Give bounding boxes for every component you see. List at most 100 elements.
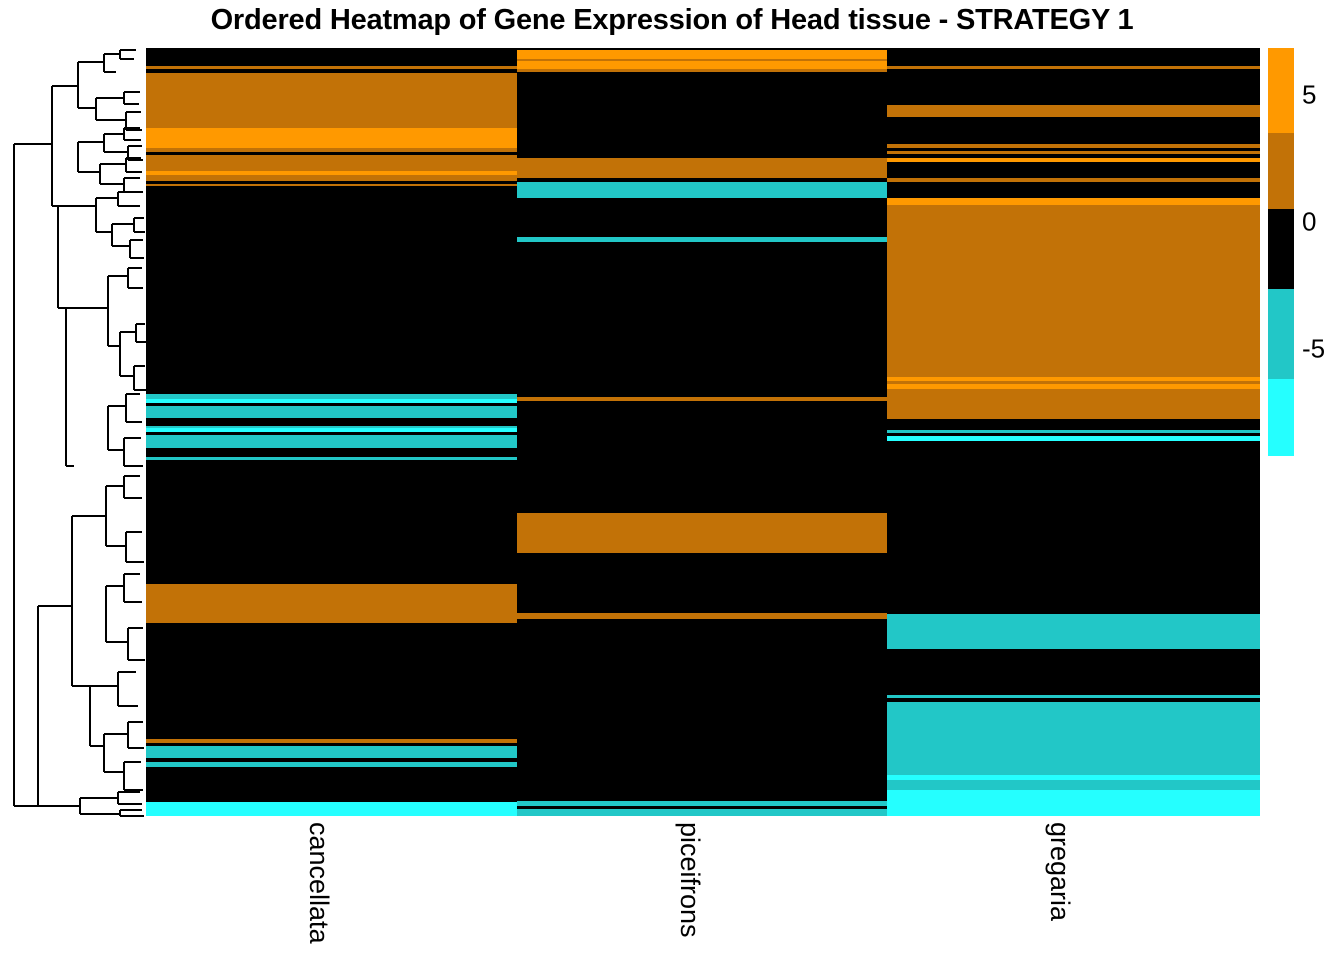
heatmap-band — [517, 157, 887, 178]
heatmap-band — [517, 71, 887, 158]
heatmap-band — [887, 789, 1260, 816]
heatmap-band — [146, 623, 517, 740]
x-axis-label-piceifrons: piceifrons — [517, 818, 888, 960]
heatmap-band — [887, 701, 1260, 706]
heatmap-band — [517, 397, 887, 401]
x-axis-label-gregaria: gregaria — [887, 818, 1258, 960]
heatmap-band — [887, 418, 1260, 430]
heatmap-column-piceifrons — [517, 48, 887, 816]
heatmap-band — [887, 177, 1260, 182]
heatmap-band — [146, 802, 517, 816]
heatmap-band — [146, 186, 517, 395]
heatmap-band — [517, 242, 887, 398]
heatmap-band — [887, 649, 1260, 696]
heatmap-column-cancellata — [146, 48, 517, 816]
heatmap-band — [517, 181, 887, 198]
heatmap-band — [887, 181, 1260, 198]
heatmap-band — [517, 552, 887, 614]
heatmap-band — [887, 104, 1260, 118]
heatmap-band — [517, 400, 887, 514]
heatmap-band — [887, 441, 1260, 614]
heatmap-band — [146, 746, 517, 759]
page-title: Ordered Heatmap of Gene Expression of He… — [210, 4, 1134, 36]
heatmap-band — [887, 153, 1260, 158]
heatmap-band — [517, 806, 887, 810]
heatmap-band — [887, 117, 1260, 144]
heatmap-band — [146, 402, 517, 406]
heatmap-band — [887, 162, 1260, 178]
heatmap-column-gregaria — [887, 48, 1260, 816]
x-axis-label-cancellata: cancellata — [146, 818, 517, 960]
heatmap-band — [887, 150, 1260, 154]
heatmap-band — [146, 460, 517, 585]
color-legend-segment — [1268, 48, 1294, 133]
heatmap-band — [517, 48, 887, 51]
heatmap-band — [887, 204, 1260, 377]
heatmap-band — [146, 151, 517, 155]
heatmap-band — [887, 48, 1260, 66]
heatmap-band — [517, 613, 887, 620]
heatmap-band — [887, 147, 1260, 151]
heatmap-band — [887, 197, 1260, 205]
heatmap-band — [887, 429, 1260, 433]
heatmap-band — [146, 48, 517, 66]
heatmap-band — [887, 614, 1260, 650]
heatmap-band — [146, 174, 517, 181]
dendrogram-svg — [13, 49, 146, 817]
heatmap-band — [887, 432, 1260, 436]
color-legend-segment — [1268, 379, 1294, 456]
color-legend-tick: -5 — [1302, 333, 1326, 364]
heatmap-band — [146, 435, 517, 449]
heatmap-band — [146, 394, 517, 399]
heatmap-band — [517, 58, 887, 62]
heatmap-band — [517, 61, 887, 69]
heatmap-band — [887, 157, 1260, 163]
heatmap-band — [887, 774, 1260, 780]
heatmap-band — [887, 388, 1260, 419]
heatmap-band — [517, 801, 887, 806]
row-dendrogram — [0, 46, 148, 818]
heatmap-band — [887, 144, 1260, 148]
x-axis-label-text: piceifrons — [674, 822, 705, 938]
heatmap-band — [146, 180, 517, 184]
heatmap-band — [146, 72, 517, 128]
x-axis-labels: cancellata piceifrons gregaria — [146, 818, 1260, 960]
heatmap-band — [887, 435, 1260, 442]
heatmap-band — [887, 695, 1260, 699]
heatmap-band — [146, 584, 517, 620]
heatmap-band — [517, 50, 887, 59]
heatmap-band — [146, 418, 517, 426]
heatmap-band — [146, 170, 517, 175]
heatmap-band — [146, 425, 517, 429]
heatmap-band — [146, 127, 517, 148]
heatmap-band — [146, 619, 517, 624]
heatmap-band — [146, 457, 517, 461]
heatmap-band — [146, 766, 517, 803]
heatmap-band — [146, 432, 517, 436]
heatmap-band — [146, 448, 517, 458]
heatmap-band — [517, 68, 887, 72]
heatmap-band — [146, 183, 517, 187]
heatmap-band — [146, 398, 517, 403]
heatmap-band — [146, 154, 517, 171]
heatmap-band — [146, 147, 517, 152]
x-axis-label-text: gregaria — [1044, 822, 1075, 922]
heatmap-band — [517, 619, 887, 802]
heatmap-band — [887, 705, 1260, 775]
heatmap-band — [887, 65, 1260, 69]
heatmap-body — [146, 48, 1260, 816]
heatmap-band — [887, 779, 1260, 790]
heatmap-band — [887, 380, 1260, 384]
heatmap-band — [146, 762, 517, 767]
heatmap-band — [887, 68, 1260, 105]
color-legend-segment — [1268, 289, 1294, 380]
heatmap-band — [146, 65, 517, 70]
heatmap-band — [146, 758, 517, 763]
heatmap-band — [517, 197, 887, 237]
color-legend-segment — [1268, 209, 1294, 290]
heatmap-band — [517, 236, 887, 243]
heatmap-band — [887, 376, 1260, 381]
color-legend-tick: 0 — [1302, 206, 1317, 237]
